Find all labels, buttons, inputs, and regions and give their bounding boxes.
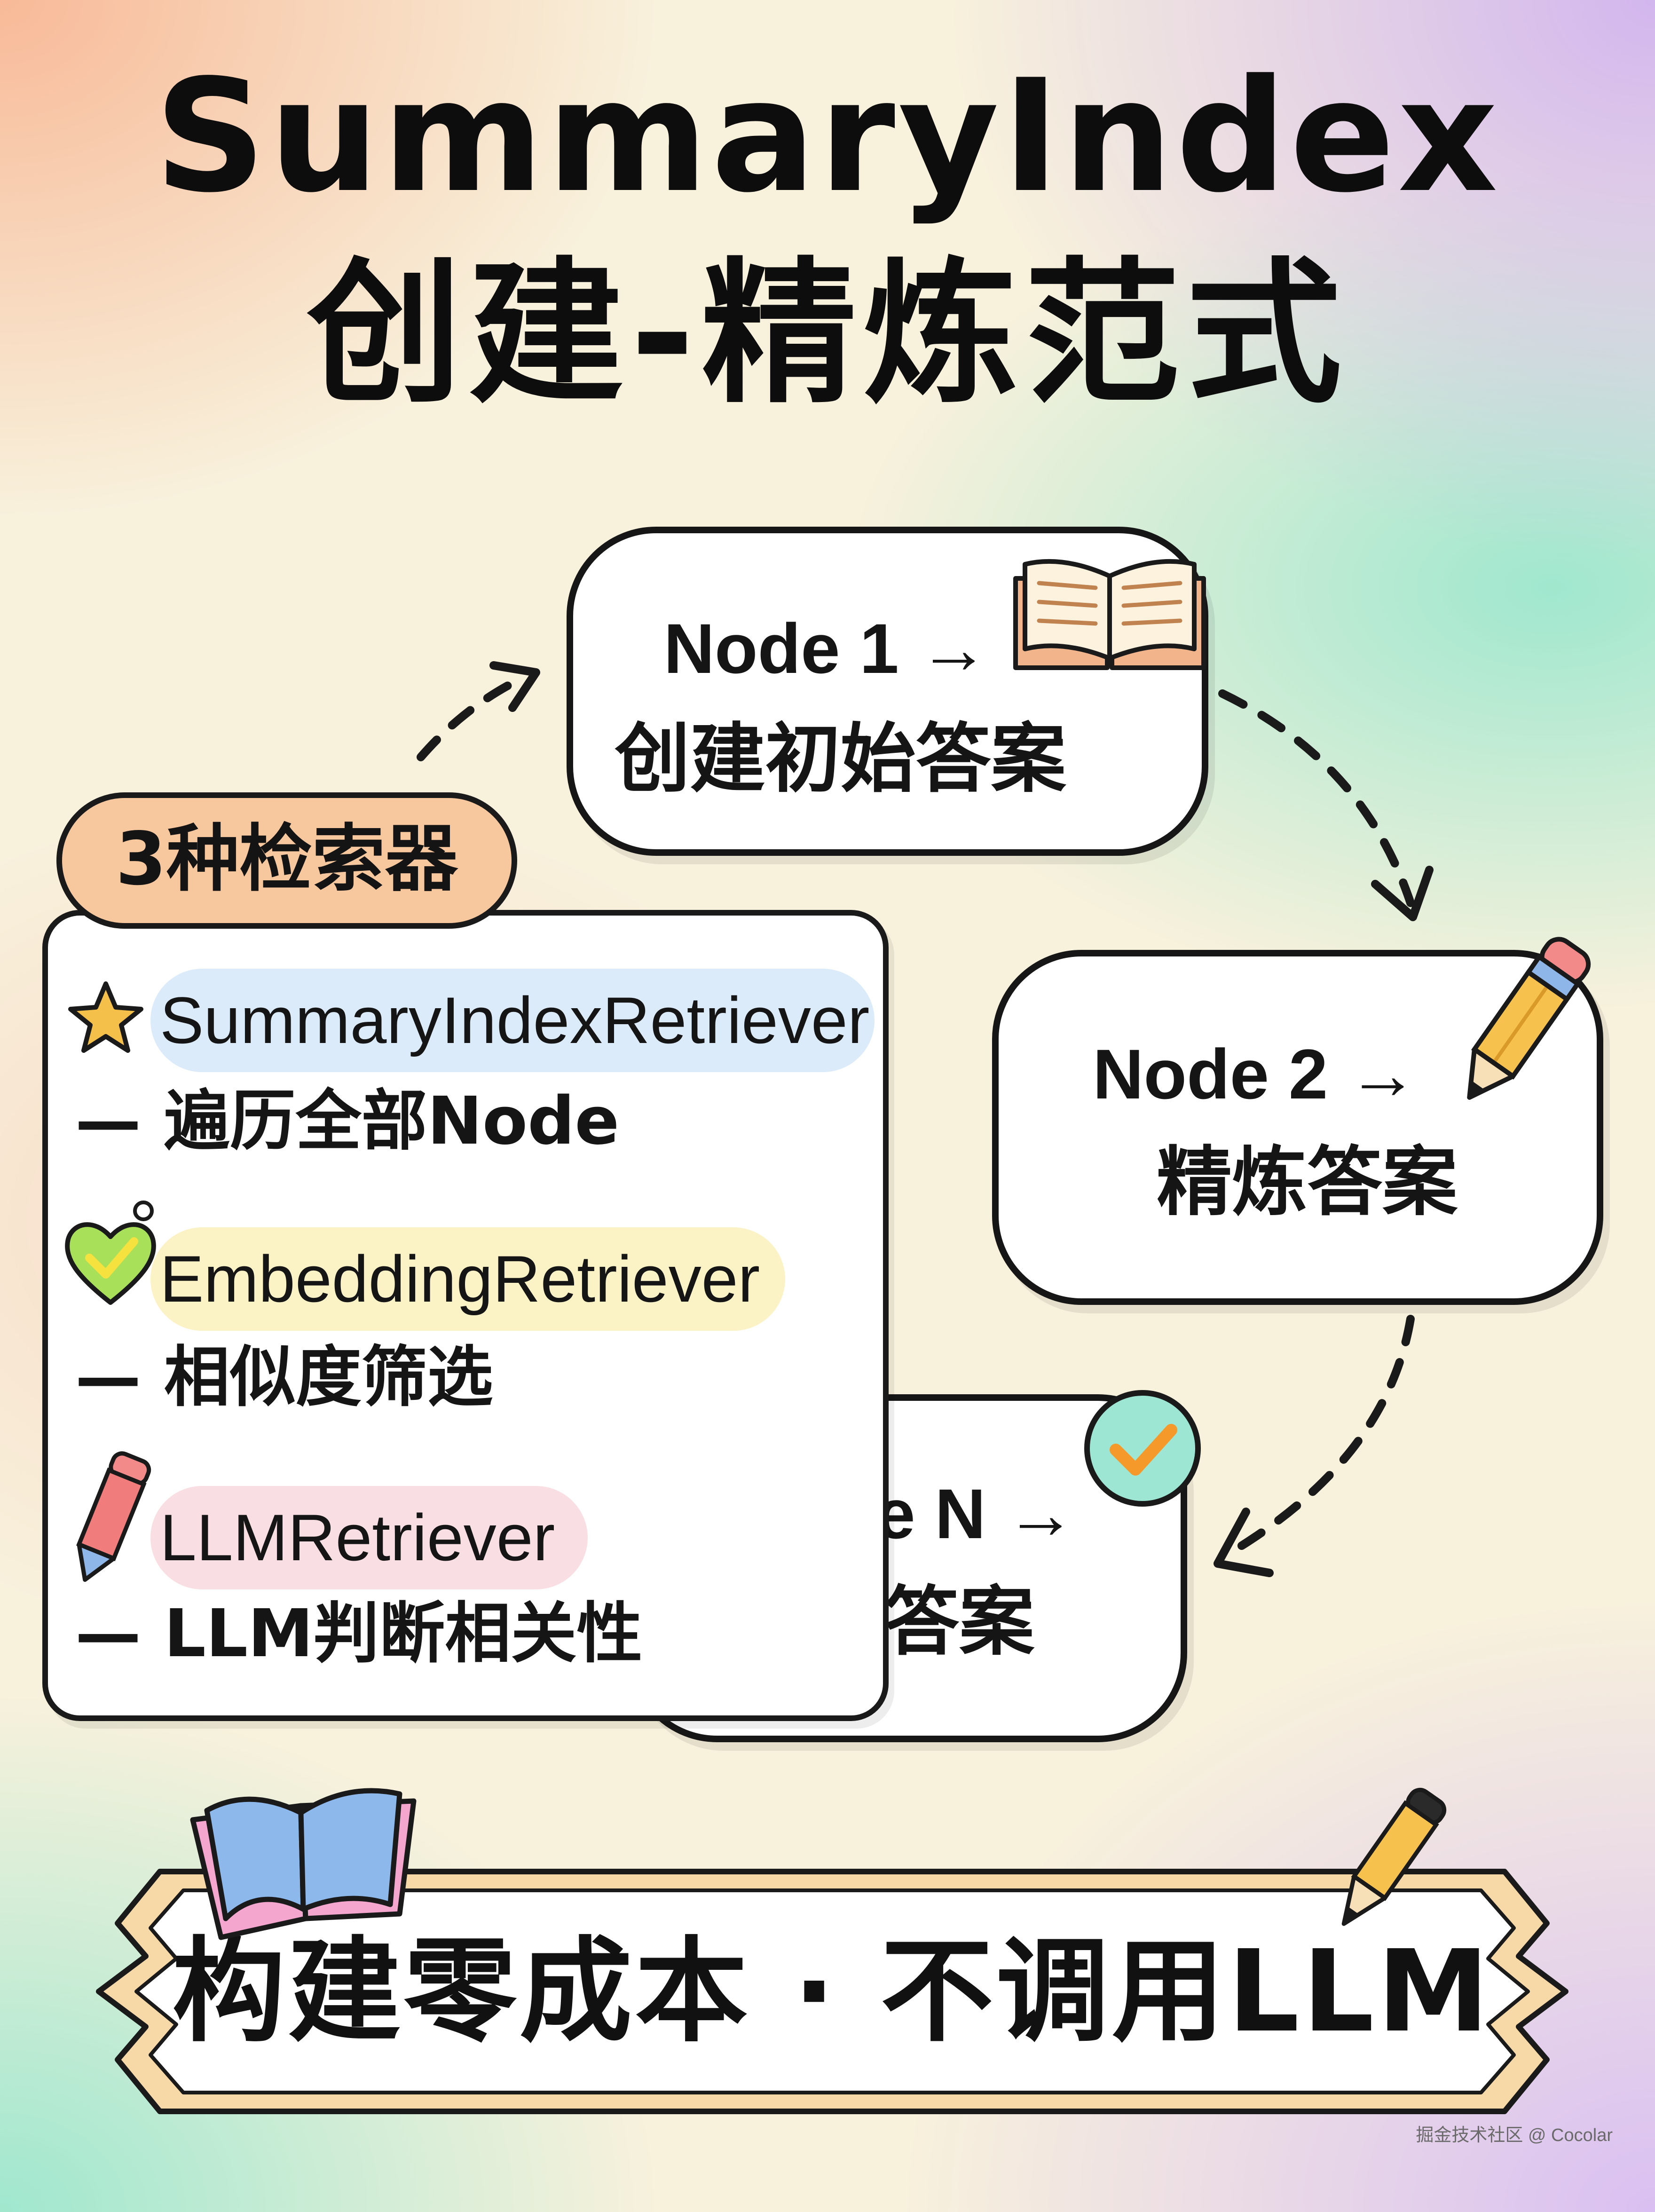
retriever-name-embedding: EmbeddingRetriever: [150, 1227, 785, 1331]
retriever-name-summary-index: SummaryIndexRetriever: [150, 969, 875, 1072]
node-1-label: Node 1 →: [663, 609, 989, 688]
open-book-icon: [190, 1788, 417, 1940]
pencil-icon: [1467, 937, 1591, 1100]
node-2-desc: 精炼答案: [1156, 1140, 1458, 1224]
title-line-2: 创建-精炼范式: [307, 244, 1348, 424]
open-book-icon: [1013, 559, 1206, 670]
retriever-desc-llm: — LLM判断相关性: [75, 1596, 643, 1672]
bottom-banner: [96, 1869, 1568, 2114]
pencil-icon: [1341, 1787, 1447, 1926]
watermark: 掘金技术社区 @ Cocolar: [1416, 2125, 1613, 2145]
banner-text: 构建零成本 · 不调用LLM: [172, 1926, 1492, 2057]
heart-check-icon: [65, 1201, 156, 1305]
node-1-desc: 创建初始答案: [615, 717, 1066, 801]
retriever-badge: 3种检索器: [56, 792, 517, 929]
title-line-1: SummaryIndex: [154, 46, 1501, 227]
arrow-to-node-1: [417, 673, 528, 761]
star-icon: [68, 981, 143, 1053]
check-circle-icon: [1084, 1390, 1201, 1507]
node-2-label: Node 2 →: [1093, 1035, 1418, 1114]
pencil-icon: [76, 1451, 151, 1582]
arrow-to-node-n: [1228, 1315, 1415, 1556]
retriever-name-llm: LLMRetriever: [150, 1486, 588, 1589]
retriever-desc-embedding: — 相似度筛选: [75, 1339, 493, 1416]
arrow-to-node-2: [1218, 689, 1415, 907]
retriever-desc-summary-index: — 遍历全部Node: [75, 1083, 620, 1160]
